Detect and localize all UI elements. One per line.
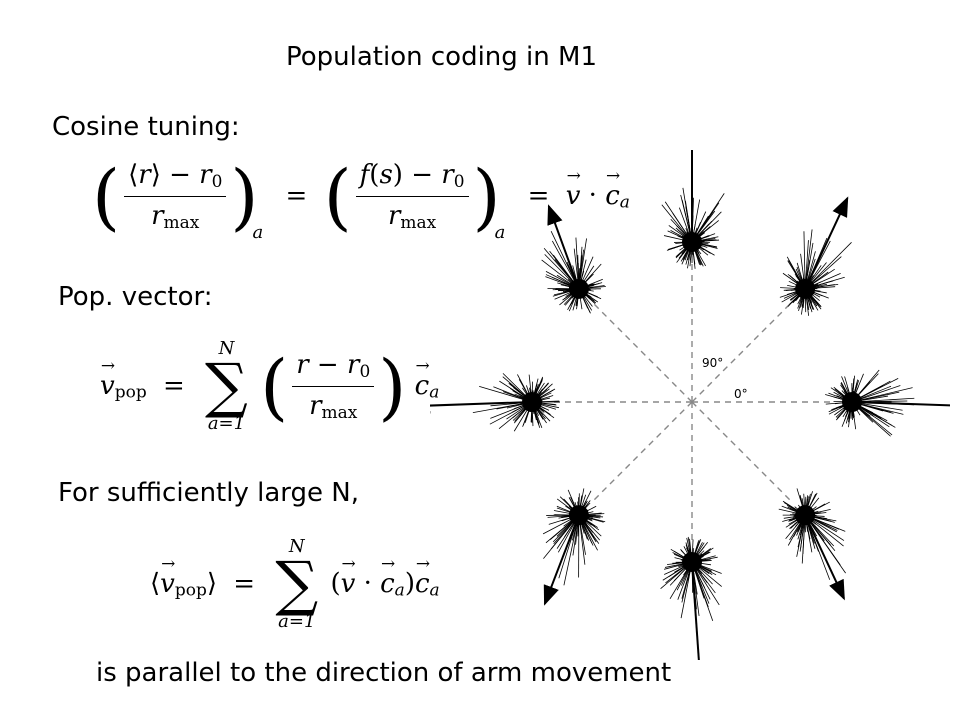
conclusion-text: is parallel to the direction of arm move… [96, 658, 672, 688]
page-title: Population coding in M1 [286, 42, 597, 72]
expected-population-vector-equation: ⟨vpop⟩ = N ∑ a=1 (v · ca)ca [150, 538, 440, 631]
dashed-guide-lines [554, 264, 830, 540]
heading-large-n: For sufficiently large N, [58, 478, 359, 508]
population-vector-arrows [430, 150, 950, 660]
label-0-degrees: 0° [734, 387, 748, 401]
heading-pop-vector: Pop. vector: [58, 282, 213, 312]
population-vector-equation: vpop = N ∑ a=1 ( r − r0 rmax ) ca [100, 340, 439, 433]
heading-cosine-tuning: Cosine tuning: [52, 112, 240, 142]
radial-tuning-diagram: 90° 0° [430, 150, 950, 660]
cosine-tuning-equation: ( ⟨r⟩ − r0 rmax )a = ( f(s) − r0 rmax )a… [92, 160, 630, 243]
label-90-degrees: 90° [702, 356, 723, 370]
